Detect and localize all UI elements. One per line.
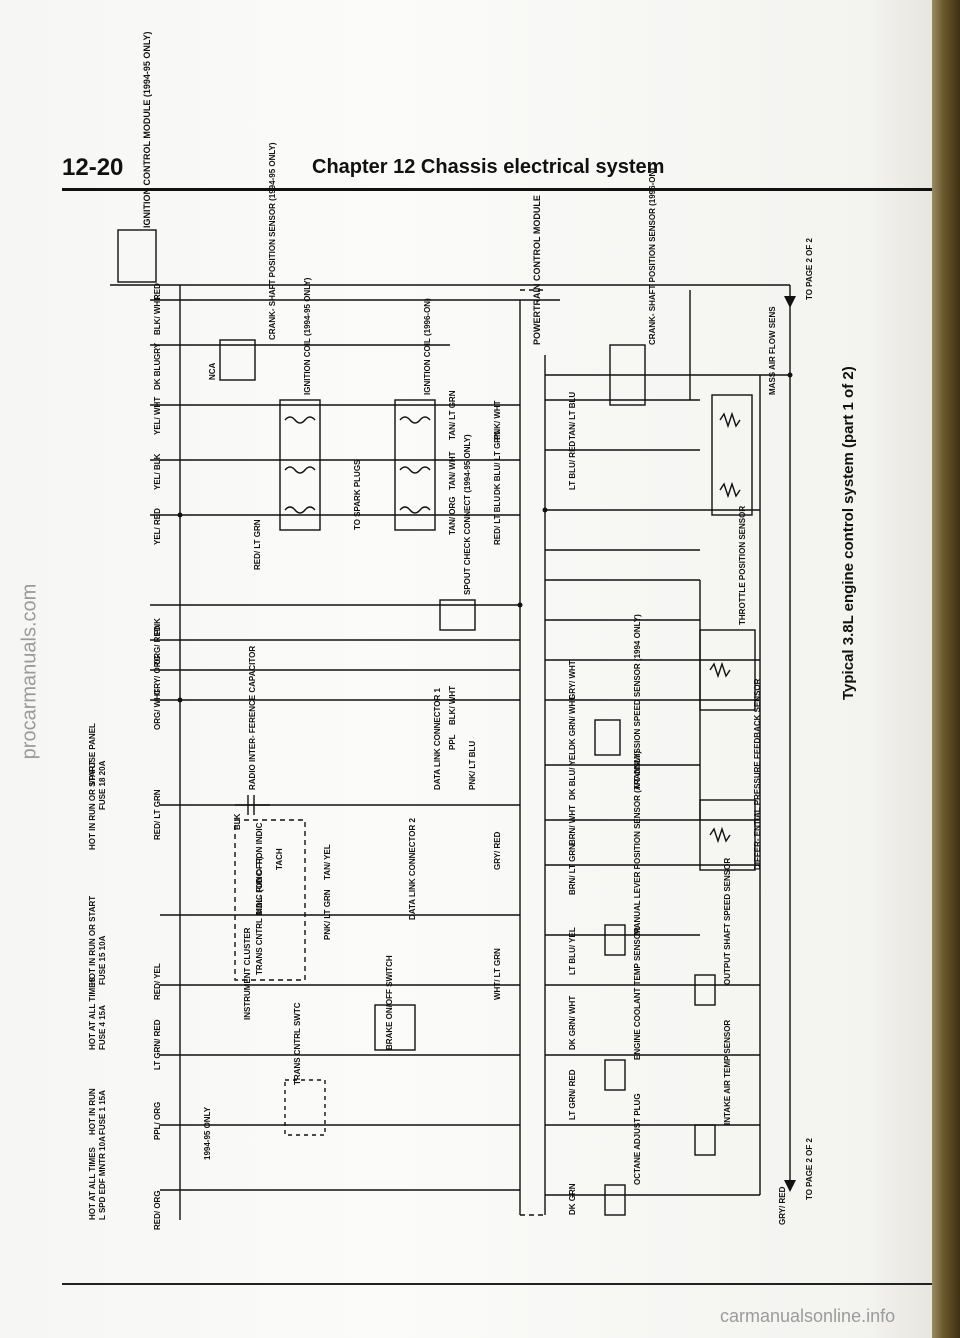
wire-lt-blu-yel: LT BLU/ YEL xyxy=(568,927,577,975)
wire-red-yel: RED/ YEL xyxy=(153,963,162,1000)
fuse-4-name: FUSE 15 10A xyxy=(98,935,107,985)
wire-org-red: ORG/ RED xyxy=(153,625,162,665)
coil-top-label: IGNITION COIL (1994-95 ONLY) xyxy=(303,277,312,395)
wire-lt-grn-red: LT GRN/ RED xyxy=(153,1019,162,1070)
fuse-panel-label: I/P FUSE PANEL xyxy=(88,723,97,785)
wire-pnk: PNK xyxy=(153,618,162,635)
wire-gry-red-2: GRY/ RED xyxy=(778,1186,787,1225)
octane-label: OCTANE ADJUST PLUG xyxy=(633,1093,642,1185)
footer-rule xyxy=(62,1283,932,1285)
wire-ppl: PPL xyxy=(448,734,457,750)
wire-dk-grn-wht: DK GRN/ WHT xyxy=(568,696,577,750)
spout-label: SPOUT CHECK CONNECT (1994-95 ONLY) xyxy=(463,434,472,595)
wire-gry-1: GRY xyxy=(153,342,162,360)
fuse-3-name: FUSE 4 15A xyxy=(98,1005,107,1050)
wire-gry-wht: GRY/ WHT xyxy=(568,660,577,700)
wire-yel-blk: YEL/ BLK xyxy=(153,453,162,490)
wire-pnk-lt-grn: PNK/ LT GRN xyxy=(323,889,332,940)
wire-ppl-org: PPL/ ORG xyxy=(153,1102,162,1140)
fuse-4-hot: HOT IN RUN OR START xyxy=(88,896,97,985)
wire-blk-wht-1: BLK/ WHT xyxy=(153,296,162,335)
rotated-labels: IGNITION CONTROL MODULE (1994-95 ONLY) C… xyxy=(88,31,814,1230)
wire-lt-blu-red: LT BLU/ RED xyxy=(568,441,577,490)
header-rule xyxy=(62,188,932,191)
wire-pnk-wht: PNK/ WHT xyxy=(493,400,502,440)
years-label: 1994-95 ONLY xyxy=(203,1106,212,1160)
wire-red-org: RED/ ORG xyxy=(153,1190,162,1230)
wire-lt-grn-red-2: LT GRN/ RED xyxy=(568,1069,577,1120)
icm-label: IGNITION CONTROL MODULE (1994-95 ONLY) xyxy=(142,31,152,228)
wire-tan-org-1: TAN/ ORG xyxy=(448,496,457,535)
oss-label: OUTPUT SHAFT SPEED SENSOR xyxy=(723,858,732,985)
chapter-title: Chapter 12 Chassis electrical system xyxy=(312,156,665,178)
fuse-1-name: L SPD EDF MNTR 10A xyxy=(98,1136,107,1220)
page-header: 12-20 Chapter 12 Chassis electrical syst… xyxy=(62,150,932,190)
dlc2-label: DATA LINK CONNECTOR 2 xyxy=(408,818,417,920)
spark-label: TO SPARK PLUGS xyxy=(353,459,362,530)
maf-label: MASS AIR FLOW SENS xyxy=(768,306,777,395)
to-page-top-label: TO PAGE 2 OF 2 xyxy=(805,238,814,300)
wire-org-wht: ORG/ WHT xyxy=(153,689,162,730)
wire-pnk-lt-blu: PNK/ LT BLU xyxy=(468,741,477,790)
watermark-bottom: carmanualsonline.info xyxy=(720,1306,896,1326)
wire-dk-blu-lt-grn: DK BLU/ LT GRN xyxy=(493,431,502,495)
fuse-5-hot: HOT IN RUN OR START xyxy=(88,761,97,850)
wire-dk-blu-yel: DK BLU/ YEL xyxy=(568,750,577,800)
iat-label: INTAKE AIR TEMP SENSOR xyxy=(723,1020,732,1125)
radio-cap-label: RADIO INTER- FERENCE CAPACITOR xyxy=(248,646,257,790)
wire-gry-org: GRY/ ORG xyxy=(153,655,162,695)
wire-blk: BLK xyxy=(233,813,242,830)
wire-tan-wht-1: TAN/ WHT xyxy=(448,451,457,490)
mil-label: MAL- FUNC- TION INDIC xyxy=(255,822,264,915)
wire-red-1: RED xyxy=(153,283,162,300)
vss-label: TRANSMISSION SPEED SENSOR (1994 ONLY) xyxy=(633,614,642,790)
wire-tan-yel: TAN/ YEL xyxy=(323,844,332,880)
wire-nca-1: NCA xyxy=(208,362,217,380)
tach-label: TACH xyxy=(275,848,284,870)
wire-dk-blu-1: DK BLU xyxy=(153,360,162,390)
mlp-label: MANUAL LEVER POSITION SENSOR (A/T ONLY) xyxy=(633,751,642,935)
wire-tan-lt-grn: TAN/ LT GRN xyxy=(448,390,457,440)
to-page-bottom-label: TO PAGE 2 OF 2 xyxy=(805,1138,814,1200)
fuse-3-hot: HOT AT ALL TIMES xyxy=(88,976,97,1050)
wire-dk-grn: DK GRN xyxy=(568,1183,577,1215)
brake-label: BRAKE ON/OFF SWITCH xyxy=(385,955,394,1050)
pcm-label: POWERTRAIN CONTROL MODULE xyxy=(532,195,542,345)
fuse-1-hot: HOT AT ALL TIMES xyxy=(88,1146,97,1220)
page-binding-shadow xyxy=(932,0,960,1338)
tcil-label: TRANS CNTRL INDIC (OD OFF) xyxy=(255,856,264,975)
ckp-top-label: CRANK- SHAFT POSITION SENSOR (1994-95 ON… xyxy=(268,142,277,340)
wire-dk-grn-wht-2: DK GRN/ WHT xyxy=(568,996,577,1050)
wire-blk-wht-2: BLK/ WHT xyxy=(448,686,457,725)
wire-red-lt-grn-1: RED/ LT GRN xyxy=(253,519,262,570)
page-number: 12-20 xyxy=(62,154,124,181)
tps-label: THROTTLE POSITION SENSOR xyxy=(738,506,747,625)
wire-brn-wht: BRN/ WHT xyxy=(568,805,577,845)
wire-yel-red: YEL/ RED xyxy=(153,508,162,545)
fuse-5-name: FUSE 18 20A xyxy=(98,760,107,810)
wire-red-lt-grn-2: RED/ LT GRN xyxy=(153,789,162,840)
coil-bottom-label: IGNITION COIL (1996-ON) xyxy=(423,298,432,395)
fuse-2-name: FUSE 1 15A xyxy=(98,1090,107,1135)
wire-yel-wht: YEL/ WHT xyxy=(153,397,162,435)
wire-wht-lt-grn: WHT/ LT GRN xyxy=(493,948,502,1000)
tcs-label: TRANS CNTRL SWTC xyxy=(293,1002,302,1085)
dpfe-label: DIFFER- ENTIAL PRESSURE FEEDBACK SENSOR xyxy=(753,678,762,870)
figure-caption: Typical 3.8L engine control system (part… xyxy=(840,366,857,700)
wire-red-lt-blu: RED/ LT BLU xyxy=(493,496,502,545)
watermark-left: procarmanuals.com xyxy=(18,583,41,760)
ect-label: ENGINE COOLANT TEMP SENSOR xyxy=(633,927,642,1060)
wire-gry-red-1: GRY/ RED xyxy=(493,831,502,870)
dlc1-label: DATA LINK CONNECTOR 1 xyxy=(433,688,442,790)
wire-brn-lt-grn: BRN/ LT GRN xyxy=(568,844,577,895)
wire-tan-lt-blu: TAN/ LT BLU xyxy=(568,392,577,440)
cluster-label: INSTRUMENT CLUSTER xyxy=(243,927,252,1020)
fuse-2-hot: HOT IN RUN xyxy=(88,1088,97,1135)
ckp-bottom-label: CRANK- SHAFT POSITION SENSOR (1996-ON) xyxy=(648,168,657,345)
